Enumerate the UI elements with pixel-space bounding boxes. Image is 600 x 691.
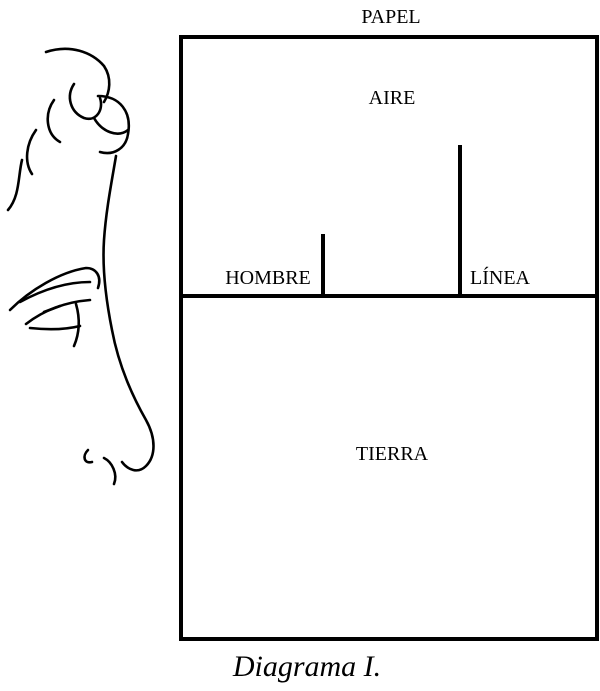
eye-lash [72, 302, 81, 348]
hair-curl [6, 158, 24, 212]
label-line: LÍNEA [470, 266, 531, 289]
profile-line [102, 154, 155, 472]
hair-curl [25, 128, 38, 176]
label-man: HOMBRE [225, 267, 311, 289]
eye-lid [24, 298, 92, 326]
paper-frame [179, 35, 599, 641]
eye-detail [42, 304, 62, 314]
label-earth: TIERRA [356, 443, 429, 465]
hair-curl [96, 94, 131, 155]
eyebrow [8, 266, 101, 312]
hair-curl [68, 82, 103, 121]
hair-curl [44, 47, 111, 104]
label-air: AIRE [369, 87, 416, 109]
face-profile-sketch [6, 47, 155, 486]
eyebrow [18, 280, 92, 304]
nostril [102, 456, 117, 486]
diagram-caption: Diagrama I. [232, 650, 381, 683]
eye-lower [28, 324, 82, 331]
nostril [83, 448, 94, 464]
hair-curl [92, 116, 130, 135]
hair-curl [46, 98, 62, 144]
label-paper: PAPEL [361, 6, 420, 28]
